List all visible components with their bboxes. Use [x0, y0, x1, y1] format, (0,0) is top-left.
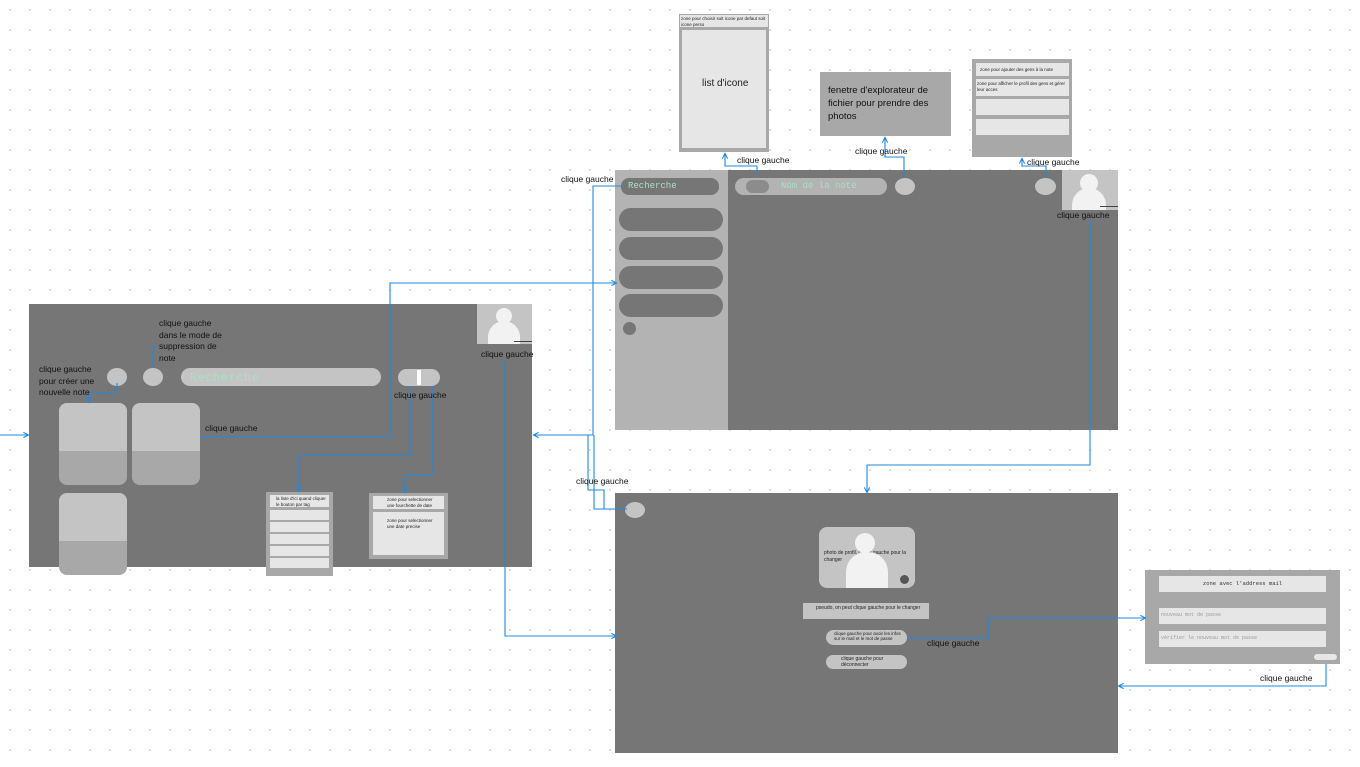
- note-card-preview: [59, 493, 127, 541]
- profile-back-button[interactable]: [625, 502, 645, 518]
- delete-mode-button[interactable]: [143, 368, 163, 386]
- label-delete-mode: clique gauche dans le mode de suppressio…: [159, 318, 222, 363]
- tag-item[interactable]: [270, 558, 329, 568]
- note-card-preview: [59, 403, 127, 451]
- icon-list-zone[interactable]: list d'icone: [682, 30, 766, 148]
- label-photo-click: clique gauche: [855, 146, 908, 156]
- share-button[interactable]: [1035, 178, 1056, 195]
- pseudo-field[interactable]: pseudo, on peut clique gauche pour le ch…: [803, 603, 929, 619]
- logout-button[interactable]: clique gauche pour déconnecter: [826, 655, 907, 669]
- photo-edit-dot[interactable]: [900, 575, 909, 584]
- share-popup: zone pour ajouter des gens à la note zon…: [972, 59, 1072, 157]
- note-card[interactable]: [59, 403, 127, 485]
- avatar-underline: [514, 341, 532, 342]
- toggle-knob: [417, 370, 421, 385]
- icon-chooser-popup: zone pour choisir soit icone par defaut …: [679, 14, 769, 152]
- label-password-click: clique gauche: [927, 638, 980, 648]
- date-precise-zone[interactable]: zone pour selectionner une date precise: [373, 512, 444, 555]
- share-slot[interactable]: [976, 99, 1069, 115]
- tag-item[interactable]: [270, 522, 329, 532]
- note-icon-button[interactable]: [746, 180, 769, 193]
- note-search-input[interactable]: Recherche: [621, 178, 719, 195]
- password-info-button[interactable]: clique gauche pour avoir les infos sur l…: [826, 630, 907, 645]
- share-slot[interactable]: [976, 119, 1069, 135]
- label-account-click: clique gauche: [1260, 673, 1313, 683]
- tag-item[interactable]: [270, 510, 329, 520]
- avatar-head: [855, 533, 875, 553]
- new-password-field[interactable]: nouveau mot de passe: [1159, 608, 1326, 624]
- note-title-bar[interactable]: Nom de la note: [735, 178, 887, 195]
- label-card-click: clique gauche: [205, 423, 258, 433]
- label-share-click: clique gauche: [1027, 157, 1080, 167]
- file-explorer-popup: fenetre d'explorateur de fichier pour pr…: [820, 72, 951, 136]
- tag-list-header: la liste d'ici quand cliquer le bouton p…: [270, 495, 329, 507]
- search-input[interactable]: Recherche: [181, 368, 381, 386]
- email-zone[interactable]: zone avec l'address mail: [1159, 576, 1326, 592]
- sidebar-note-item[interactable]: [619, 266, 723, 289]
- label-icon-click: clique gauche: [737, 155, 790, 165]
- note-screen: Recherche Nom de la note: [615, 170, 1118, 430]
- note-profile-avatar[interactable]: [1062, 170, 1118, 210]
- account-confirm-button[interactable]: [1314, 654, 1337, 660]
- sidebar-note-item[interactable]: [619, 208, 723, 231]
- tag-item[interactable]: [270, 534, 329, 544]
- avatar-body: [846, 552, 888, 588]
- sidebar-note-item[interactable]: [619, 237, 723, 260]
- photo-button[interactable]: [895, 178, 915, 195]
- search-placeholder: Recherche: [190, 371, 260, 385]
- avatar-body: [1072, 188, 1106, 210]
- arrow-search-back: [534, 185, 622, 435]
- profile-photo-card[interactable]: photo de profil, clique gauche pour la c…: [819, 527, 915, 588]
- tag-list-popup: la liste d'ici quand cliquer le bouton p…: [266, 492, 333, 576]
- label-profile-back-click: clique gauche: [576, 476, 629, 486]
- account-popup: zone avec l'address mail nouveau mot de …: [1145, 570, 1340, 664]
- sidebar-note-item[interactable]: [619, 294, 723, 317]
- share-add-zone[interactable]: zone pour ajouter des gens à la note: [976, 63, 1069, 76]
- note-sidebar: Recherche: [615, 170, 728, 430]
- note-card-preview: [132, 403, 200, 451]
- label-create-note: clique gauche pour créer une nouvelle no…: [39, 364, 95, 397]
- filter-toggle[interactable]: [398, 369, 440, 386]
- profile-screen: photo de profil, clique gauche pour la c…: [615, 493, 1118, 753]
- avatar-head: [1080, 174, 1098, 192]
- icon-mode-zone[interactable]: zone pour choisir soit icone par defaut …: [680, 15, 768, 27]
- label-avatar-click: clique gauche: [481, 349, 534, 359]
- share-profiles-zone[interactable]: zone pour afficher le profil des gens et…: [976, 79, 1069, 96]
- note-card[interactable]: [132, 403, 200, 485]
- create-note-button[interactable]: [107, 368, 127, 386]
- label-note-avatar-click: clique gauche: [1057, 210, 1110, 220]
- avatar-underline: [1100, 206, 1118, 207]
- sidebar-add-button[interactable]: [623, 322, 636, 335]
- label-search-click: clique gauche: [561, 174, 614, 184]
- date-range-zone[interactable]: zone pour selectionner une fourchette de…: [373, 496, 444, 509]
- confirm-password-field[interactable]: vérifier le nouveau mot de passe: [1159, 631, 1326, 647]
- label-toggle-click: clique gauche: [394, 390, 447, 400]
- profile-avatar[interactable]: [477, 304, 532, 344]
- tag-item[interactable]: [270, 546, 329, 556]
- note-card[interactable]: [59, 493, 127, 575]
- date-filter-popup: zone pour selectionner une fourchette de…: [369, 493, 448, 559]
